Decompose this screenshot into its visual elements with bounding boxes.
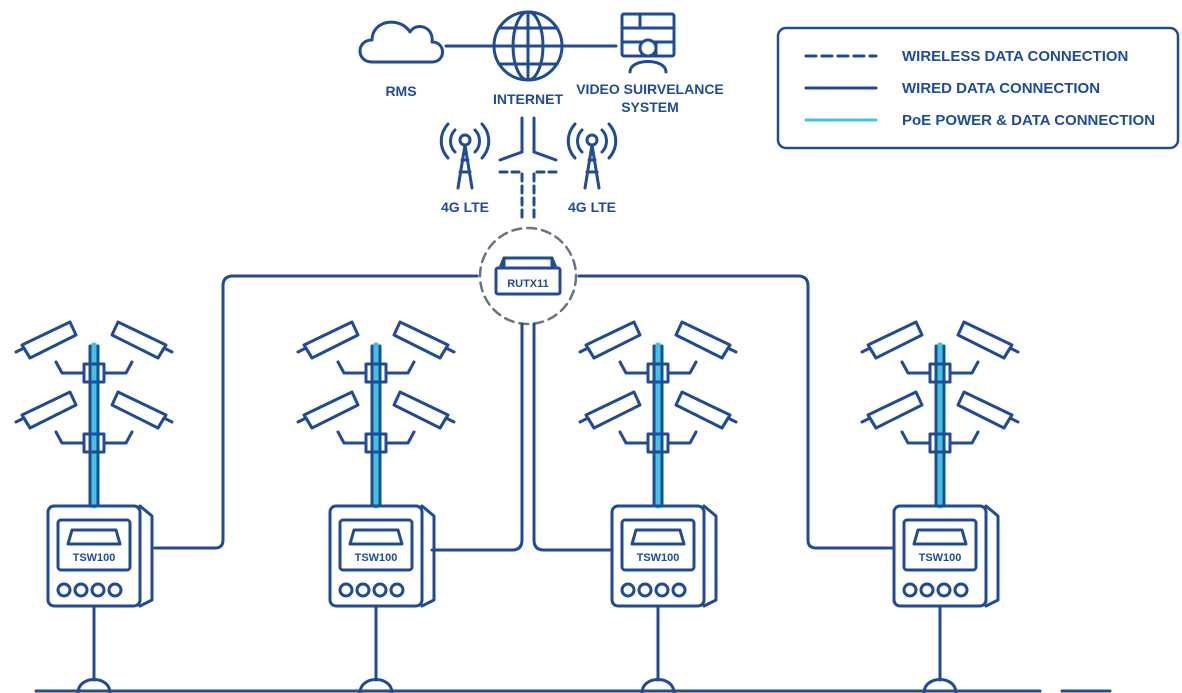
vss-label-line1: VIDEO SUIRVELANCE bbox=[576, 81, 724, 97]
globe-icon bbox=[492, 10, 564, 82]
lte-right-link bbox=[532, 150, 558, 162]
security-camera-icon bbox=[578, 320, 642, 360]
security-camera-icon bbox=[296, 320, 360, 360]
wired-link-pole-3 bbox=[532, 322, 614, 552]
security-camera-icon bbox=[110, 320, 174, 360]
rms-label: RMS bbox=[385, 83, 416, 99]
switch-icon bbox=[630, 528, 686, 546]
wireless-link-left bbox=[498, 170, 524, 224]
legend-wired-label: WIRED DATA CONNECTION bbox=[902, 80, 1100, 97]
camera-pole-4 bbox=[860, 320, 1020, 693]
wireless-link-right bbox=[532, 170, 558, 224]
wired-link-pole-1 bbox=[153, 274, 479, 550]
switch-label-1: TSW100 bbox=[73, 552, 116, 564]
lte-left-link bbox=[498, 150, 524, 162]
security-camera-icon bbox=[578, 390, 642, 430]
legend-wireless-label: WIRELESS DATA CONNECTION bbox=[902, 48, 1128, 65]
security-camera-icon bbox=[956, 320, 1020, 360]
lte-right-label: 4G LTE bbox=[568, 199, 616, 215]
switch-label-3: TSW100 bbox=[637, 552, 680, 564]
camera-pole-3 bbox=[578, 320, 738, 693]
internet-label: INTERNET bbox=[493, 91, 563, 107]
security-camera-icon bbox=[956, 390, 1020, 430]
camera-pole-1 bbox=[14, 320, 174, 693]
legend-box bbox=[776, 26, 1180, 150]
security-camera-icon bbox=[674, 390, 738, 430]
switch-icon bbox=[66, 528, 122, 546]
security-camera-icon bbox=[392, 320, 456, 360]
security-camera-icon bbox=[296, 390, 360, 430]
cloud-icon bbox=[358, 20, 444, 64]
legend-poe-label: PoE POWER & DATA CONNECTION bbox=[902, 112, 1155, 129]
security-camera-icon bbox=[110, 390, 174, 430]
security-camera-icon bbox=[14, 320, 78, 360]
lte-left-label: 4G LTE bbox=[441, 199, 489, 215]
router-label: RUTX11 bbox=[507, 278, 549, 290]
router-icon bbox=[494, 256, 562, 296]
security-camera-icon bbox=[860, 320, 924, 360]
cell-tower-icon bbox=[439, 122, 491, 190]
switch-icon bbox=[348, 528, 404, 546]
security-camera-icon bbox=[392, 390, 456, 430]
wired-link-pole-2 bbox=[430, 322, 524, 552]
camera-pole-2 bbox=[296, 320, 456, 693]
security-camera-icon bbox=[14, 390, 78, 430]
security-camera-icon bbox=[674, 320, 738, 360]
vss-label-line2: SYSTEM bbox=[621, 99, 679, 115]
switch-icon bbox=[912, 528, 968, 546]
cell-tower-icon bbox=[566, 122, 618, 190]
surveillance-monitor-icon bbox=[620, 12, 676, 74]
switch-label-4: TSW100 bbox=[919, 552, 962, 564]
switch-label-2: TSW100 bbox=[355, 552, 398, 564]
wired-link-pole-4 bbox=[577, 274, 894, 550]
router-zone bbox=[478, 226, 578, 326]
security-camera-icon bbox=[860, 390, 924, 430]
